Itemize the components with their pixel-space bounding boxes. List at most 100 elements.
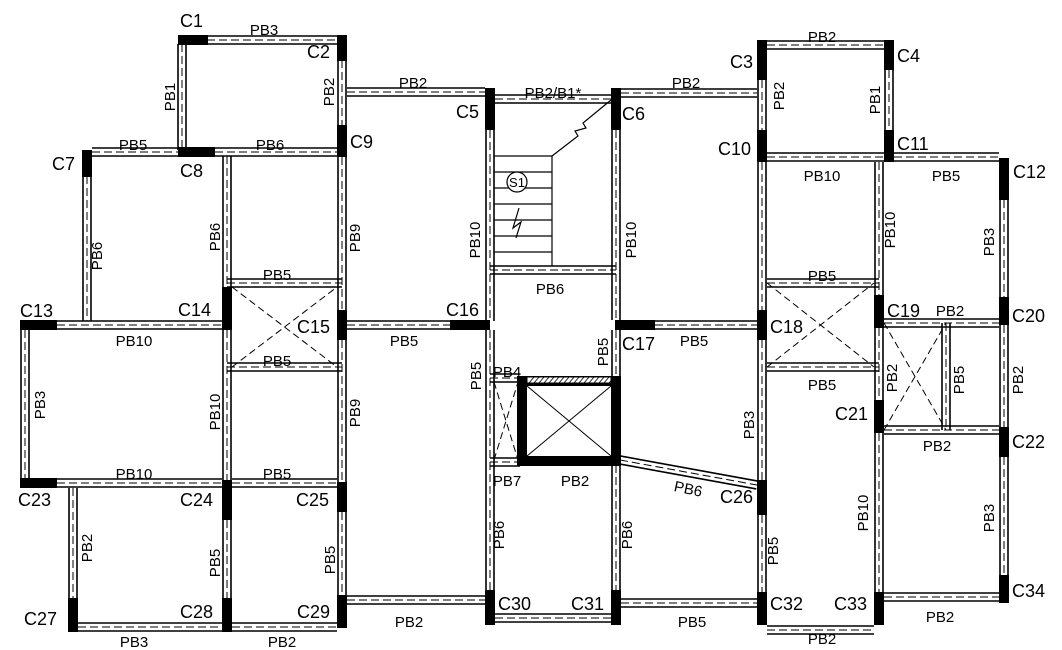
beam-label: PB5 (951, 366, 968, 394)
beam-label: PB5 (678, 614, 706, 631)
column-label: C19 (887, 301, 920, 321)
column-c24 (222, 480, 232, 520)
beam-label: PB5 (119, 137, 147, 154)
beam-label: PB2 (923, 438, 951, 455)
column-c16 (450, 320, 490, 330)
column-label: C5 (456, 102, 479, 122)
column-label: C9 (350, 132, 373, 152)
beam-label: PB5 (263, 353, 291, 370)
column-c18 (757, 310, 767, 340)
hatch-line (588, 376, 595, 384)
beam-label: PB5 (390, 333, 418, 350)
opening-diagonal (766, 282, 875, 368)
hatch-line (608, 376, 615, 384)
beam-label: PB10 (804, 168, 841, 185)
beam-label: PB2 (672, 75, 700, 92)
beam-label: PB5 (808, 377, 836, 394)
column-c27 (68, 598, 78, 632)
hatch-line (603, 376, 610, 384)
column-label: C8 (180, 161, 203, 181)
hatch-line (568, 376, 575, 384)
beam-label: PB2 (808, 29, 836, 46)
column-label: C21 (835, 404, 868, 424)
beam-label: PB3 (741, 411, 758, 439)
beam-label: PB2 (771, 82, 788, 110)
beam-label: PB2 (321, 78, 338, 106)
opening-diagonal (231, 286, 338, 368)
beam-label: PB3 (981, 228, 998, 256)
opening-diagonal (883, 322, 947, 431)
hatch-line (598, 376, 605, 384)
hatch-line (578, 376, 585, 384)
beam-label: PB2 (808, 631, 836, 648)
column-c22 (999, 427, 1009, 457)
beam-label: PB2 (884, 364, 901, 392)
beam-label: PB2/B1* (525, 85, 582, 102)
column-c21 (874, 400, 884, 433)
break-line (551, 99, 612, 157)
beam-label: PB2 (1010, 366, 1027, 394)
beam-label: PB2 (936, 303, 964, 320)
column-label: C13 (20, 301, 53, 321)
beam-label: PB2 (926, 609, 954, 626)
beam-label: PB5 (932, 168, 960, 185)
column-c11 (884, 130, 894, 162)
beam-label: PB10 (116, 333, 153, 350)
column-label: C4 (897, 46, 920, 66)
column-c12 (999, 158, 1009, 200)
beam-label: PB10 (882, 212, 899, 249)
column-c2 (337, 35, 347, 61)
beam-label: PB6 (207, 223, 224, 251)
beam-label: PB1 (867, 86, 884, 114)
beam-label: PB4 (493, 364, 521, 381)
column-c1 (178, 35, 208, 45)
column-c34 (999, 575, 1009, 603)
beam-label: PB5 (808, 268, 836, 285)
beam-label: PB2 (268, 634, 296, 650)
column-c19 (874, 295, 884, 328)
column-c28 (222, 598, 232, 632)
beam-label: PB3 (120, 634, 148, 650)
beam-label: PB2 (395, 614, 423, 631)
beam-label: PB3 (32, 391, 49, 419)
column-label: C33 (834, 594, 867, 614)
beam-label: PB9 (347, 399, 364, 427)
column-c30 (485, 590, 495, 625)
column-label: C22 (1012, 432, 1045, 452)
column-label: C7 (52, 154, 75, 174)
column-c13 (20, 320, 57, 330)
beam-label: PB10 (207, 394, 224, 431)
column-c3 (757, 40, 767, 80)
beam-label: PB5 (468, 362, 485, 390)
column-label: C26 (720, 487, 753, 507)
lift-core (517, 376, 621, 466)
column-c9 (337, 125, 347, 157)
column-c5 (485, 88, 495, 130)
beam-label: PB5 (322, 546, 339, 574)
column-label: C34 (1012, 581, 1045, 601)
hatch-line (543, 376, 550, 384)
column-label: C30 (498, 594, 531, 614)
beam-label: PB3 (250, 22, 278, 39)
column-c33 (874, 592, 884, 625)
openings-layer (231, 282, 947, 461)
column-c32 (757, 592, 767, 625)
break-arrow-icon (511, 207, 523, 239)
hatch-line (593, 376, 600, 384)
beam-label: PB5 (263, 267, 291, 284)
column-label: C12 (1013, 162, 1046, 182)
column-label: C23 (18, 490, 51, 510)
column-label: C17 (622, 334, 655, 354)
hatch-line (538, 376, 545, 384)
beam-label: PB2 (79, 534, 96, 562)
beam-label: PB10 (855, 495, 872, 532)
beam-label: PB5 (680, 333, 708, 350)
column-c31 (611, 590, 621, 625)
column-label: C10 (718, 139, 751, 159)
beam-label: PB5 (263, 466, 291, 483)
column-label: C31 (571, 594, 604, 614)
hatch-line (573, 376, 580, 384)
hatch-line (533, 376, 540, 384)
hatch-line (558, 376, 565, 384)
